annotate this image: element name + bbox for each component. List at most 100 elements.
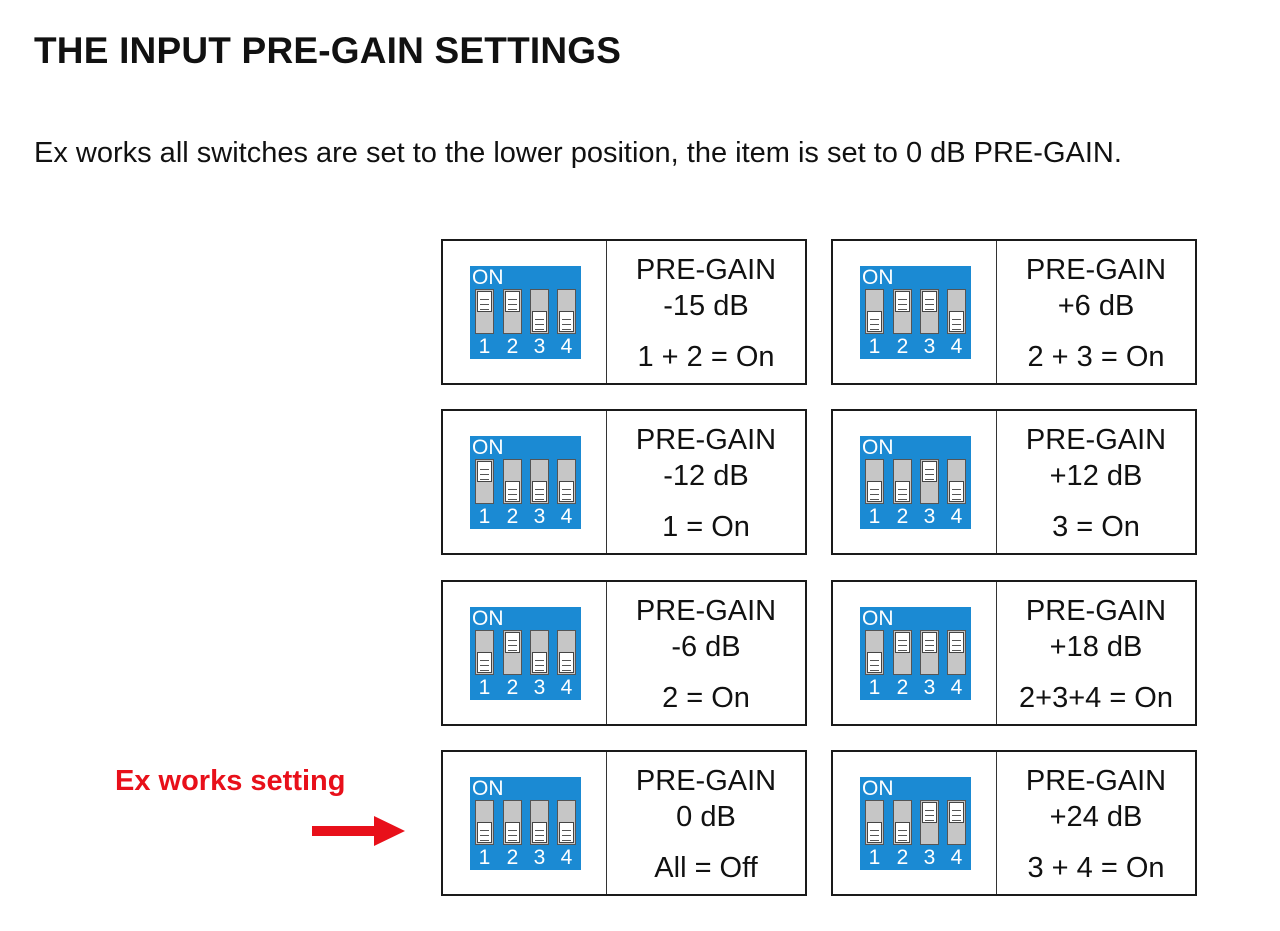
dip-switch-2	[893, 459, 912, 504]
pregain-text-panel: PRE-GAIN -15 dB 1 + 2 = On	[607, 241, 805, 383]
dip-switch-number: 3	[533, 335, 546, 358]
dip-switch-number: 3	[923, 846, 936, 869]
dip-switch-3	[920, 800, 939, 845]
dip-switch-3	[920, 289, 939, 334]
dip-switch-knob	[505, 291, 520, 312]
pregain-text-panel: PRE-GAIN 0 dB All = Off	[607, 752, 805, 894]
dip-switch-knob	[922, 291, 937, 312]
dip-switch-number: 2	[506, 335, 519, 358]
dip-switch-knob	[477, 652, 492, 673]
dip-switch-3	[920, 459, 939, 504]
dip-switch-knob	[505, 822, 520, 843]
pregain-heading: PRE-GAIN	[1025, 254, 1167, 286]
dip-switch-knob	[559, 481, 574, 502]
dip-switch-knob	[895, 822, 910, 843]
dip-switch-knob	[477, 822, 492, 843]
dip-switch-knob	[949, 632, 964, 653]
dip-switch-3	[530, 289, 549, 334]
dip-switch-4	[557, 289, 576, 334]
pregain-value: 0 dB	[676, 801, 736, 833]
exworks-setting-label: Ex works setting	[115, 765, 346, 797]
dip-switch-1	[865, 289, 884, 334]
dip-switch-4	[557, 459, 576, 504]
dip-switch-knob	[867, 311, 882, 332]
dip-switch-knob	[922, 632, 937, 653]
dip-switch-knob	[532, 481, 547, 502]
dip-on-label: ON	[472, 266, 504, 289]
pregain-value: -15 dB	[663, 290, 749, 322]
switch-combination: 3 + 4 = On	[1027, 852, 1165, 884]
dip-switch-knob	[867, 481, 882, 502]
dip-switch-knob	[949, 311, 964, 332]
dip-switch-number: 1	[868, 505, 881, 528]
dip-switch-2	[503, 630, 522, 675]
switch-combination: 1 + 2 = On	[637, 341, 775, 373]
dip-switch-number: 3	[923, 335, 936, 358]
dip-switch-3	[920, 630, 939, 675]
dip-switch-knob	[867, 652, 882, 673]
pregain-heading: PRE-GAIN	[635, 254, 777, 286]
dip-switch-number: 3	[533, 676, 546, 699]
dip-on-label: ON	[862, 607, 894, 630]
dip-switch-number: 2	[896, 335, 909, 358]
dip-switch-4	[947, 289, 966, 334]
dip-switch-knob	[895, 481, 910, 502]
dip-switch-2	[893, 800, 912, 845]
dip-switch-3	[530, 459, 549, 504]
switch-combination: 1 = On	[662, 511, 750, 543]
dip-switch-2	[503, 800, 522, 845]
dip-switch-2	[893, 630, 912, 675]
dip-switch-3	[530, 800, 549, 845]
dip-switch-1	[475, 459, 494, 504]
dip-switch-2	[893, 289, 912, 334]
dip-switch-1	[475, 800, 494, 845]
dip-switch-3	[530, 630, 549, 675]
switch-combination: All = Off	[654, 852, 758, 884]
pregain-heading: PRE-GAIN	[1025, 424, 1167, 456]
dip-switch-number: 4	[560, 846, 573, 869]
dip-switch-number: 3	[533, 846, 546, 869]
dip-switch-number: 4	[950, 676, 963, 699]
dip-switch-number: 4	[950, 846, 963, 869]
dip-switch-4	[947, 459, 966, 504]
pregain-value: +6 dB	[1057, 290, 1135, 322]
pregain-heading: PRE-GAIN	[635, 424, 777, 456]
dip-switch-number: 1	[868, 335, 881, 358]
dip-switch-2	[503, 289, 522, 334]
pregain-heading: PRE-GAIN	[635, 765, 777, 797]
dip-switch-knob	[532, 822, 547, 843]
dip-switch-knob	[559, 822, 574, 843]
switch-combination: 3 = On	[1052, 511, 1140, 543]
dip-switch-knob	[532, 311, 547, 332]
dip-switch-knob	[559, 652, 574, 673]
dip-switch-number: 3	[533, 505, 546, 528]
dip-switch-knob	[922, 802, 937, 823]
dip-on-label: ON	[472, 777, 504, 800]
dip-switch-number: 2	[896, 846, 909, 869]
dip-switch-knob	[505, 481, 520, 502]
dip-switch-1	[865, 459, 884, 504]
dip-switch-number: 4	[560, 676, 573, 699]
pregain-value: -6 dB	[671, 631, 741, 663]
switch-combination: 2+3+4 = On	[1019, 682, 1173, 714]
dip-switch-4	[557, 800, 576, 845]
page-title: THE INPUT PRE-GAIN SETTINGS	[34, 30, 622, 71]
